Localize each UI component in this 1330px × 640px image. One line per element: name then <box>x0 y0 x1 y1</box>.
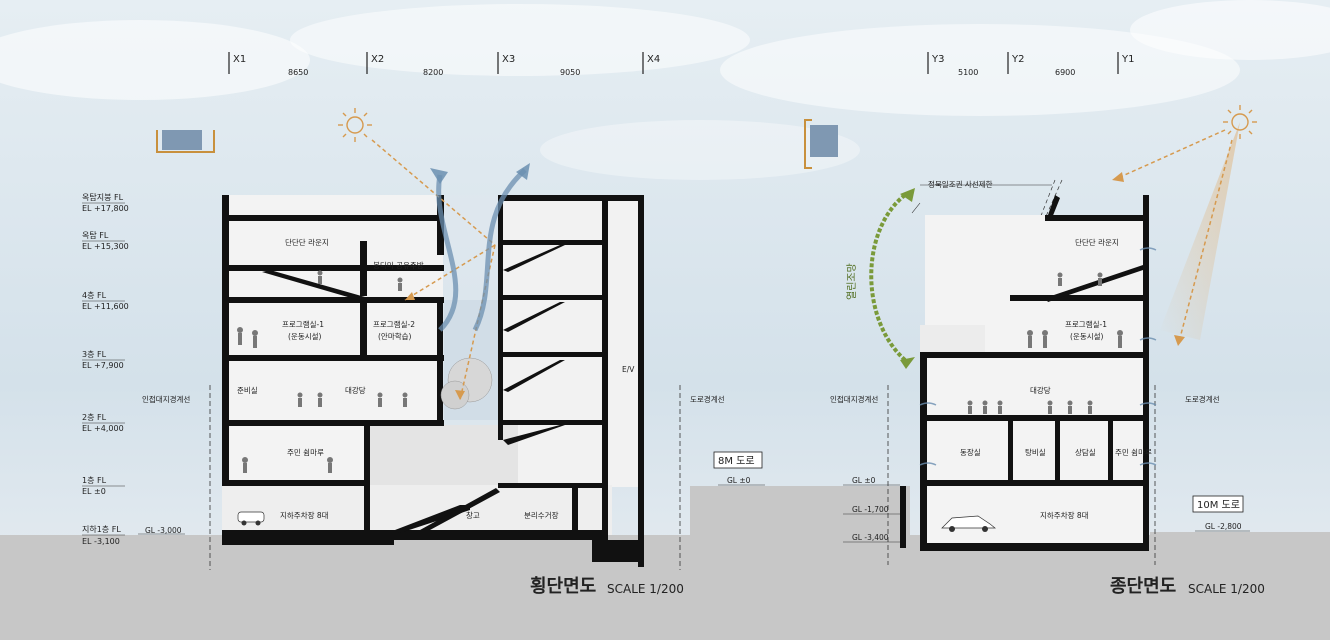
grid-label-x2: X2 <box>371 54 384 65</box>
svg-text:EL ±0: EL ±0 <box>82 487 106 496</box>
grid-label-y1: Y1 <box>1121 54 1134 65</box>
grid-label-y2: Y2 <box>1011 54 1024 65</box>
sun-icon-a <box>338 108 372 142</box>
svg-text:분리수거장: 분리수거장 <box>524 510 559 520</box>
breeze-arrows-b <box>919 247 1157 466</box>
svg-text:EL +11,600: EL +11,600 <box>82 302 129 311</box>
road-boundary-label-b: 도로경계선 <box>1185 394 1220 404</box>
road-badge-10m <box>1192 495 1244 513</box>
svg-text:EL +7,900: EL +7,900 <box>82 361 124 370</box>
svg-text:주민 쉼마루: 주민 쉼마루 <box>1115 447 1152 457</box>
svg-text:지하1층 FL: 지하1층 FL <box>82 524 121 534</box>
sunlight-limit-label: 정북일조권 사선제한 <box>928 179 993 189</box>
key-plan-icon-a <box>156 130 215 153</box>
svg-text:3층 FL: 3층 FL <box>82 350 107 359</box>
svg-text:대강당: 대강당 <box>1030 385 1051 395</box>
grid-label-x1: X1 <box>233 54 246 65</box>
svg-text:옥탑 FL: 옥탑 FL <box>82 231 109 240</box>
gl-1-b: GL -1,700 <box>852 505 889 514</box>
grid-dim-2: 8200 <box>423 68 443 77</box>
structure-b <box>900 195 1149 551</box>
svg-text:대강당: 대강당 <box>345 385 366 395</box>
grid-label-y3: Y3 <box>931 54 944 65</box>
svg-text:지하주차장 8대: 지하주차장 8대 <box>280 510 329 520</box>
gl-road-b: GL -2,800 <box>1205 522 1242 531</box>
adjacent-boundary-label-b: 인접대지경계선 <box>830 394 878 404</box>
svg-text:EL +4,000: EL +4,000 <box>82 424 124 433</box>
structure-a <box>222 195 644 567</box>
car-icon-b <box>941 515 996 532</box>
key-plan-icon-b <box>804 119 838 169</box>
grid-axes-x <box>228 52 644 74</box>
grid-dim-1: 8650 <box>288 68 308 77</box>
grid-dim-y-1: 5100 <box>958 68 978 77</box>
sun-icon-b <box>1223 105 1257 139</box>
svg-text:EL -3,100: EL -3,100 <box>82 537 120 546</box>
people-figures-a <box>237 270 408 473</box>
longitudinal-section: Y3 Y2 Y1 5100 6900 열린조망 <box>804 52 1265 597</box>
svg-text:EL +17,800: EL +17,800 <box>82 204 129 213</box>
grid-label-x4: X4 <box>647 54 660 65</box>
svg-text:준비실: 준비실 <box>237 385 258 395</box>
svg-text:(안마학습): (안마학습) <box>378 331 412 341</box>
svg-text:주민 쉼마루: 주민 쉼마루 <box>287 447 324 457</box>
people-figures-b <box>967 272 1123 414</box>
road-boundary-label: 도로경계선 <box>690 394 725 404</box>
svg-text:프로그램실-1: 프로그램실-1 <box>282 319 324 329</box>
svg-text:옥탑지붕 FL: 옥탑지붕 FL <box>82 193 124 202</box>
svg-text:봉디미 공유주방: 봉디미 공유주방 <box>373 260 424 270</box>
svg-text:단단단 라운지: 단단단 라운지 <box>1075 237 1119 247</box>
svg-text:(운동시설): (운동시설) <box>288 332 322 341</box>
section-scale-b: SCALE 1/200 <box>1188 582 1265 596</box>
svg-text:단단단 라운지: 단단단 라운지 <box>285 237 329 247</box>
car-icon-a <box>237 511 265 526</box>
gl-zero-b: GL ±0 <box>852 476 876 485</box>
svg-text:4층 FL: 4층 FL <box>82 291 107 300</box>
cross-section: X1 X2 X3 X4 8650 8200 9050 옥탑지붕 FL EL +1… <box>82 52 765 597</box>
gl-zero-a: GL ±0 <box>727 476 751 485</box>
svg-text:EL +15,300: EL +15,300 <box>82 242 129 251</box>
adjacent-boundary-label: 인접대지경계선 <box>142 394 190 404</box>
grid-axes-y <box>927 52 1119 74</box>
grid-dim-y-2: 6900 <box>1055 68 1075 77</box>
svg-text:E/V: E/V <box>622 365 635 374</box>
svg-text:동장실: 동장실 <box>960 447 981 457</box>
grid-dim-3: 9050 <box>560 68 580 77</box>
svg-text:8M 도로: 8M 도로 <box>718 456 755 467</box>
svg-text:프로그램실-2: 프로그램실-2 <box>373 319 415 329</box>
svg-text:상담실: 상담실 <box>1075 447 1096 457</box>
svg-text:10M 도로: 10M 도로 <box>1197 500 1240 511</box>
svg-text:2층 FL: 2층 FL <box>82 413 107 422</box>
svg-text:탕비실: 탕비실 <box>1025 447 1046 457</box>
svg-text:창고: 창고 <box>466 511 480 520</box>
stairs-a <box>395 245 565 533</box>
svg-text:프로그램실-1: 프로그램실-1 <box>1065 319 1107 329</box>
road-badge-8m <box>713 451 763 469</box>
svg-text:지하주차장 8대: 지하주차장 8대 <box>1040 510 1089 520</box>
grid-label-x3: X3 <box>502 54 515 65</box>
svg-text:1층 FL: 1층 FL <box>82 476 107 485</box>
section-title-b: 종단면도 <box>1110 576 1176 597</box>
gl-2-b: GL -3,400 <box>852 533 889 542</box>
room-labels-b: 단단단 라운지 프로그램실-1 (운동시설) 대강당 동장실 탕비실 상담실 주… <box>960 237 1152 520</box>
ground <box>0 535 1330 640</box>
gl-label-a: GL -3,000 <box>145 526 182 535</box>
svg-text:(운동시설): (운동시설) <box>1070 332 1104 341</box>
section-title-a: 횡단면도 <box>530 576 596 597</box>
open-view-label: 열린조망 <box>846 263 858 300</box>
section-scale-a: SCALE 1/200 <box>607 582 684 596</box>
room-labels-a: 단단단 라운지 봉디미 공유주방 프로그램실-1 (운동시설) 프로그램실-2 … <box>237 237 635 520</box>
level-labels: 옥탑지붕 FL EL +17,800 옥탑 FL EL +15,300 4층 F… <box>82 193 129 546</box>
